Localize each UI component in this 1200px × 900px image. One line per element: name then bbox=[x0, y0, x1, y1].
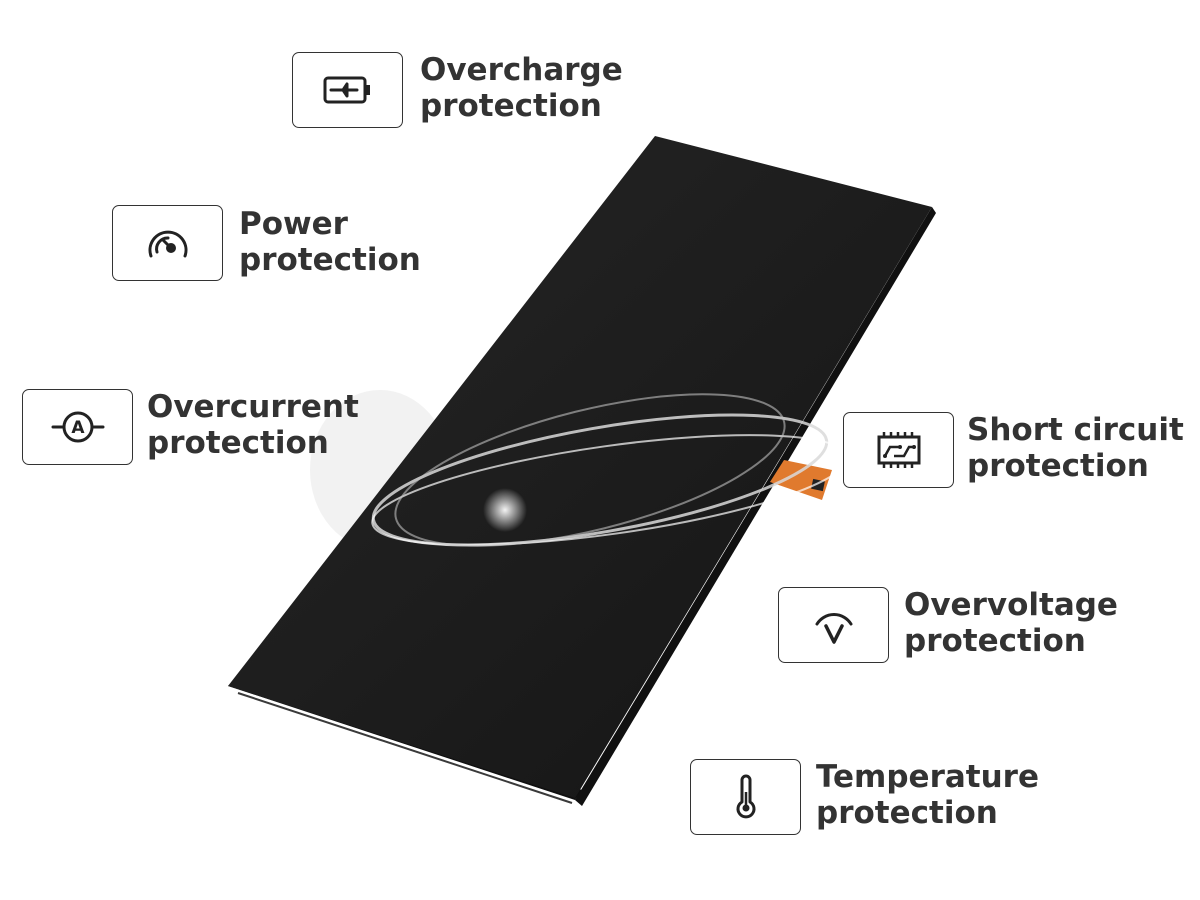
feature-label: Overcharge protection bbox=[420, 52, 623, 124]
feature-label: Short circuit protection bbox=[967, 412, 1184, 484]
svg-text:A: A bbox=[71, 418, 85, 438]
voltmeter-icon bbox=[778, 587, 889, 663]
battery-side bbox=[575, 207, 936, 806]
flex-cable bbox=[770, 460, 832, 500]
swirl-ring bbox=[394, 393, 786, 547]
ammeter-icon: A bbox=[22, 389, 133, 465]
feature-label: Power protection bbox=[239, 206, 421, 278]
gauge-icon bbox=[112, 205, 223, 281]
battery-body bbox=[228, 136, 932, 798]
battery-charge-icon bbox=[292, 52, 403, 128]
feature-label: Temperature protection bbox=[816, 759, 1039, 831]
circuit-board-icon bbox=[843, 412, 954, 488]
feature-label: Overcurrent protection bbox=[147, 389, 359, 461]
battery-bottom-seam bbox=[237, 692, 573, 804]
swirl-highlight bbox=[483, 488, 527, 532]
thermometer-icon bbox=[690, 759, 801, 835]
feature-label: Overvoltage protection bbox=[904, 587, 1118, 659]
